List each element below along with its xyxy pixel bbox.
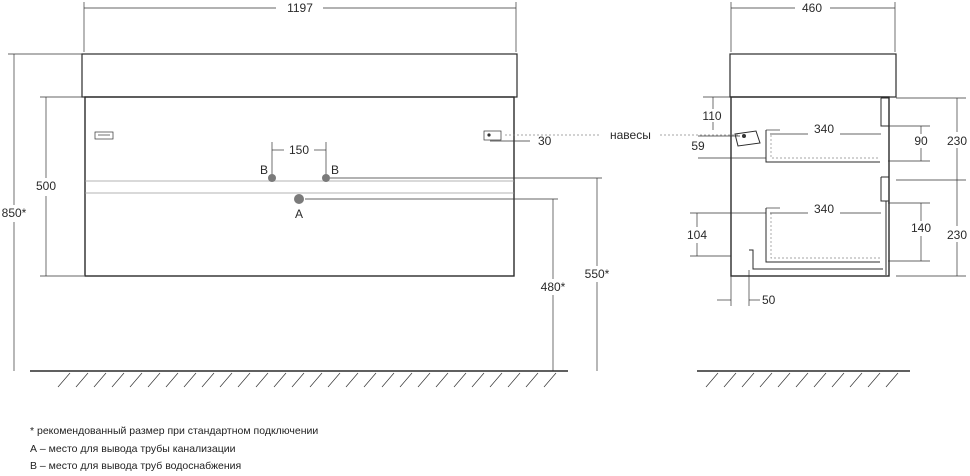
bottom-drawer [765,207,880,263]
top-outer-label: 230 [947,134,967,148]
body-height-label: 500 [36,179,56,193]
drain-height-label: 480* [541,280,566,294]
bottom-outer-label: 230 [947,228,967,242]
water-pipe-left-label: B [260,163,268,177]
side-hinge [734,130,761,147]
front-offset-label: 30 [538,134,552,148]
front-width-label: 1197 [287,1,313,15]
hinge-gap-label: 59 [691,139,705,153]
total-height-label: 850* [2,206,27,220]
water-pipe-right-label: B [331,163,339,177]
side-depth-label: 460 [802,1,822,15]
countertop [81,53,518,98]
top-drawer [765,129,880,163]
bottom-inner-label: 140 [911,221,931,235]
side-view: 460 навесы [610,1,967,388]
water-pipe-right-point [322,174,330,182]
drain-point [294,194,304,204]
front-view: 1197 30 500 850* [2,1,610,388]
side-countertop [729,53,897,98]
legend-drain: А – место для вывода трубы канализации [30,443,236,455]
foot-offset-label: 50 [762,293,776,307]
hinge-right-mark [483,130,502,141]
side-cabinet-body [730,96,890,277]
top-inner-label: 90 [914,134,928,148]
front-floor-hatch [57,372,557,388]
top-drawer-depth-label: 340 [814,122,834,136]
hinge-label: навесы [610,128,651,142]
bottom-drawer-depth-label: 340 [814,202,834,216]
bottom-rail-label: 104 [687,228,707,242]
water-pipe-left-point [268,174,276,182]
pipe-spacing-label: 150 [289,143,309,157]
water-height-label: 550* [585,267,610,281]
legend-note: * рекомендованный размер при стандартном… [30,425,319,437]
hinge-left-mark [94,131,114,140]
side-floor-hatch [705,372,899,388]
drain-label: A [295,207,303,221]
legend-water: В – место для вывода труб водоснабжения [30,460,242,472]
side-facade [880,97,890,275]
hinge-top-label: 110 [702,109,721,123]
cabinet-body [84,96,515,277]
